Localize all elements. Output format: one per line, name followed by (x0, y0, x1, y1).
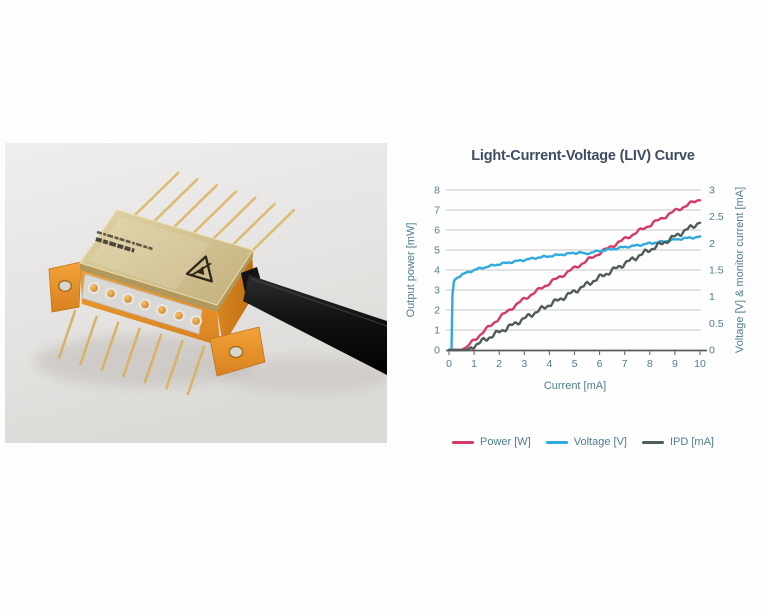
right-flange-hole (228, 345, 244, 359)
left-tick-label: 1 (434, 325, 440, 337)
legend-label: IPD [mA] (669, 436, 714, 448)
x-tick-label: 2 (496, 358, 502, 370)
left-tick-label: 5 (434, 245, 440, 257)
legend-item: IPD [mA] (641, 436, 714, 448)
legend-swatch (641, 440, 664, 444)
left-tick-label: 7 (434, 205, 440, 217)
legend-item: Power [W] (452, 436, 531, 448)
left-tick-label: 6 (434, 225, 440, 237)
fiber-shadow (220, 357, 387, 393)
x-tick-label: 4 (546, 358, 552, 370)
left-tick-label: 3 (434, 285, 440, 297)
feedthrough-dots (88, 282, 202, 327)
esd-warning-icon (185, 255, 213, 283)
fiber-cable (243, 275, 387, 375)
right-tick-label: 2 (709, 238, 715, 250)
left-tick-label: 2 (434, 305, 440, 317)
package-shadow (35, 335, 255, 387)
chart-title: Light-Current-Voltage (LIV) Curve (471, 148, 695, 164)
fiber-highlight (251, 278, 387, 327)
x-tick-label: 1 (471, 358, 477, 370)
x-axis-title: Current [mA] (544, 380, 606, 392)
x-tick-label: 9 (672, 358, 678, 370)
x-tick-label: 0 (446, 358, 452, 370)
top-pins (131, 171, 296, 256)
right-tick-label: 1.5 (709, 265, 724, 277)
right-tick-label: 0.5 (709, 318, 724, 330)
x-tick-label: 7 (622, 358, 628, 370)
x-tick-label: 5 (572, 358, 578, 370)
legend-item: Voltage [V] (545, 436, 627, 448)
right-tick-label: 1 (709, 291, 715, 303)
x-tick-label: 6 (597, 358, 603, 370)
legend-swatch (545, 440, 568, 444)
left-tick-label: 4 (434, 265, 440, 277)
left-flange-hole (58, 279, 73, 292)
laser-module-illustration (5, 143, 387, 443)
product-photo (5, 143, 387, 443)
liv-chart-panel: Light-Current-Voltage (LIV) Curve 0 1 2 3 4 5… (398, 140, 768, 448)
legend-label: Voltage [V] (573, 436, 627, 448)
series-line-1 (447, 235, 702, 352)
right-tick-label: 2.5 (709, 211, 724, 223)
series-line-2 (447, 221, 702, 352)
left-axis-title: Output power [mW] (405, 223, 417, 318)
right-axis-title: Voltage [V] & monitor current [mA] (734, 187, 746, 353)
left-tick-label: 0 (434, 345, 440, 357)
series-line-0 (447, 199, 702, 352)
legend-label: Power [W] (480, 436, 531, 448)
lid-sheen (90, 217, 210, 290)
x-tick-label: 3 (521, 358, 527, 370)
left-tick-label: 8 (434, 185, 440, 197)
x-tick-label: 8 (647, 358, 653, 370)
lid-marking (95, 230, 153, 253)
chart-legend: Power [W] Voltage [V] IPD [mA] (398, 436, 768, 448)
right-tick-label: 0 (709, 345, 715, 357)
legend-swatch (452, 440, 475, 444)
bottom-pins (57, 309, 206, 396)
right-tick-label: 3 (709, 185, 715, 197)
x-tick-label: 10 (694, 358, 706, 370)
